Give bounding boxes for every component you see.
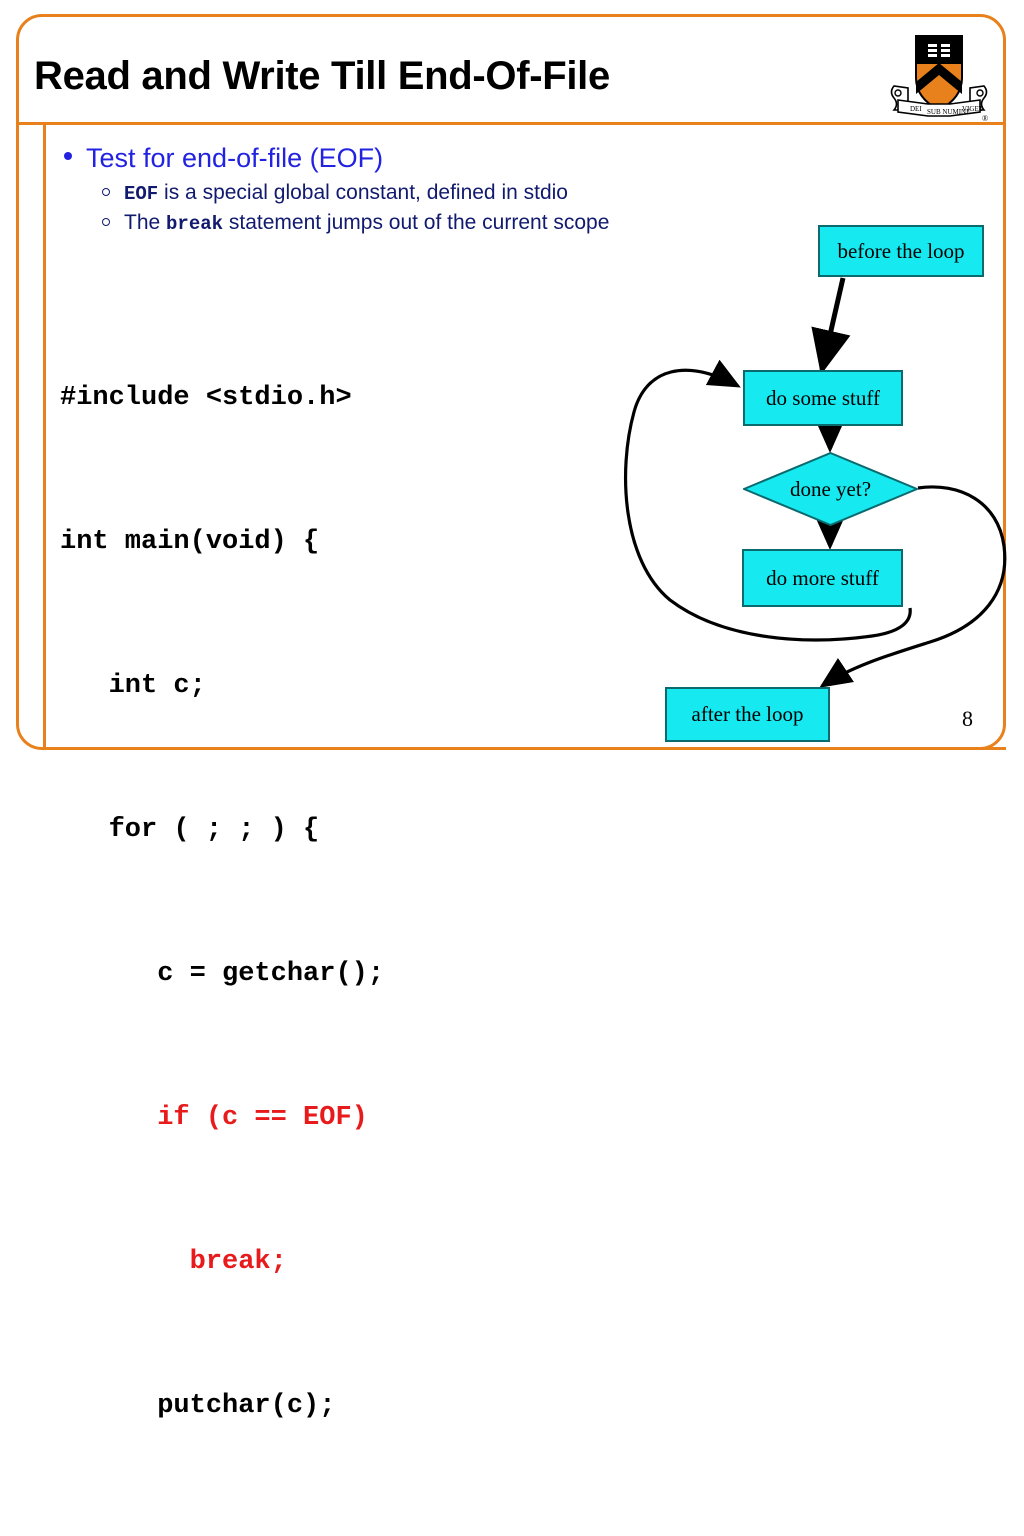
princeton-shield-logo: DEI SUB NUMINE VIGET ® xyxy=(886,30,992,123)
bullet-level1: Test for end-of-file (EOF) xyxy=(58,143,858,174)
flow-node-label: do some stuff xyxy=(766,385,880,410)
flow-node-done-yet[interactable]: done yet? xyxy=(743,452,918,526)
flow-node-label: do more stuff xyxy=(766,565,879,590)
code-line: } xyxy=(60,1526,384,1536)
code-line: putchar(c); xyxy=(60,1391,336,1421)
code-line: int main(void) { xyxy=(60,527,320,557)
page-number: 8 xyxy=(962,706,973,731)
code-line: int c; xyxy=(60,671,206,701)
bullet-circle-icon xyxy=(102,188,110,197)
bullet-level1-label: Test for end-of-file (EOF) xyxy=(86,143,384,173)
page-title: Read and Write Till End-Of-File xyxy=(34,54,610,98)
flow-node-do-some-stuff[interactable]: do some stuff xyxy=(743,370,903,426)
code-line: c = getchar(); xyxy=(60,959,385,989)
bullet-level2-eof-text: is a special global constant, defined in… xyxy=(158,181,568,205)
code-line: for ( ; ; ) { xyxy=(60,815,320,845)
eof-keyword: EOF xyxy=(124,183,159,206)
svg-text:DEI: DEI xyxy=(910,105,922,113)
bullet-dot-icon xyxy=(64,152,72,160)
break-text-post: statement jumps out of the current scope xyxy=(223,210,610,234)
break-text-pre: The xyxy=(124,210,167,234)
flow-node-do-more-stuff[interactable]: do more stuff xyxy=(742,549,903,607)
break-keyword: break xyxy=(166,212,224,235)
code-line-if-eof: if (c == EOF) xyxy=(60,1103,368,1133)
code-block: #include <stdio.h> int main(void) { int … xyxy=(60,278,384,1536)
flow-node-before-the-loop[interactable]: before the loop xyxy=(818,225,984,277)
flowchart: before the loop do some stuff done yet? … xyxy=(600,190,1024,768)
slide: Read and Write Till End-Of-File xyxy=(16,14,1024,1536)
bullet-level2-break: The break statement jumps out of the cur… xyxy=(58,210,858,237)
diamond-shape xyxy=(743,452,918,526)
title-divider xyxy=(16,122,1006,125)
flow-node-label: after the loop xyxy=(691,702,804,726)
bullet-circle-icon xyxy=(102,217,110,226)
flow-node-label: before the loop xyxy=(837,238,965,263)
code-line: #include <stdio.h> xyxy=(60,383,352,413)
svg-text:SUB NUMINE: SUB NUMINE xyxy=(927,108,970,116)
bullet-list: Test for end-of-file (EOF) EOF is a spec… xyxy=(58,143,858,240)
flowchart-connectors xyxy=(623,277,1007,688)
flow-node-after-the-loop[interactable]: after the loop xyxy=(665,687,830,742)
bullet-level2-eof: EOF is a special global constant, define… xyxy=(58,180,858,207)
code-line-break: break; xyxy=(60,1247,287,1277)
flow-node-label: done yet? xyxy=(789,476,872,501)
svg-text:®: ® xyxy=(982,114,988,122)
svg-text:VIGET: VIGET xyxy=(962,105,984,113)
